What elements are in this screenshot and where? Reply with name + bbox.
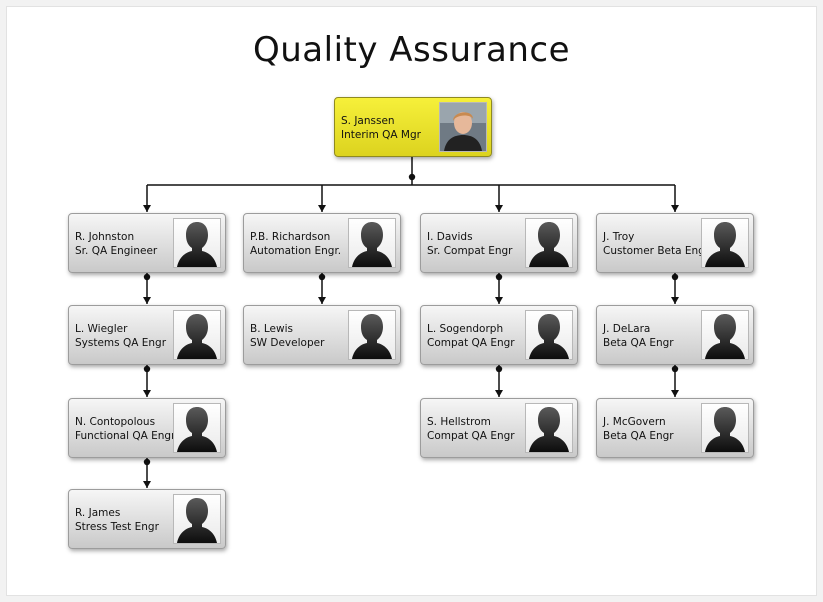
person-silhouette-icon <box>525 310 573 360</box>
chart-title: Quality Assurance <box>252 30 570 70</box>
person-photo <box>439 102 487 152</box>
connector-arrowhead <box>143 481 151 488</box>
node-role: Systems QA Engr <box>75 337 167 349</box>
connector-arrowhead <box>671 390 679 397</box>
node-name: I. Davids <box>427 231 473 243</box>
node-role: Compat QA Engr <box>427 337 515 349</box>
node-role: Stress Test Engr <box>75 521 159 533</box>
node-name: R. Johnston <box>75 231 135 243</box>
node-name: J. DeLara <box>603 323 651 335</box>
node-role: Sr. QA Engineer <box>75 245 158 257</box>
connector-dot <box>143 458 151 466</box>
node-name: N. Contopolous <box>75 416 156 428</box>
node-role: Customer Beta Engr <box>603 245 710 257</box>
person-silhouette-icon <box>173 310 221 360</box>
node-name: S. Hellstrom <box>427 416 491 428</box>
connector-arrowhead <box>143 297 151 304</box>
node-role: Automation Engr. <box>250 245 342 257</box>
person-silhouette-icon <box>701 218 749 268</box>
connector-arrowhead <box>318 297 326 304</box>
node-text: B. Lewis SW Developer <box>250 322 324 350</box>
node-name: L. Sogendorph <box>427 323 504 335</box>
node-text: S. Janssen Interim QA Mgr <box>341 114 421 142</box>
connector-arrowhead <box>143 390 151 397</box>
person-silhouette-icon <box>173 218 221 268</box>
connector-arrowhead <box>495 390 503 397</box>
org-node-root[interactable]: S. Janssen Interim QA Mgr <box>334 97 492 157</box>
connector-dot <box>495 365 503 373</box>
node-role: Functional QA Engr <box>75 430 176 442</box>
connector-arrowhead <box>495 297 503 304</box>
node-name: B. Lewis <box>250 323 293 335</box>
connector-arrowhead <box>318 205 326 212</box>
node-role: Beta QA Engr <box>603 337 674 349</box>
org-node[interactable]: B. Lewis SW Developer <box>243 305 401 365</box>
node-role: Sr. Compat Engr <box>427 245 513 257</box>
node-role: Compat QA Engr <box>427 430 515 442</box>
node-role: Beta QA Engr <box>603 430 674 442</box>
connector-arrowhead <box>495 205 503 212</box>
node-name: P.B. Richardson <box>250 231 331 243</box>
person-silhouette-icon <box>701 310 749 360</box>
person-silhouette-icon <box>173 494 221 544</box>
node-role: SW Developer <box>250 337 325 349</box>
person-silhouette-icon <box>525 218 573 268</box>
person-silhouette-icon <box>525 403 573 453</box>
connector-dot <box>408 173 416 181</box>
person-silhouette-icon <box>348 310 396 360</box>
connector-arrowhead <box>143 205 151 212</box>
connector-dot <box>671 273 679 281</box>
connector-dot <box>143 365 151 373</box>
node-name: R. James <box>75 507 121 519</box>
connector-dot <box>318 273 326 281</box>
person-silhouette-icon <box>173 403 221 453</box>
node-name: L. Wiegler <box>75 323 128 335</box>
connector-dot <box>495 273 503 281</box>
node-name: S. Janssen <box>341 115 395 127</box>
node-role: Interim QA Mgr <box>341 129 421 141</box>
connector-dot <box>143 273 151 281</box>
connector-arrowhead <box>671 297 679 304</box>
connector-arrowhead <box>671 205 679 212</box>
node-name: J. McGovern <box>603 416 666 428</box>
node-name: J. Troy <box>603 231 635 243</box>
person-silhouette-icon <box>348 218 396 268</box>
connector-dot <box>671 365 679 373</box>
person-silhouette-icon <box>701 403 749 453</box>
